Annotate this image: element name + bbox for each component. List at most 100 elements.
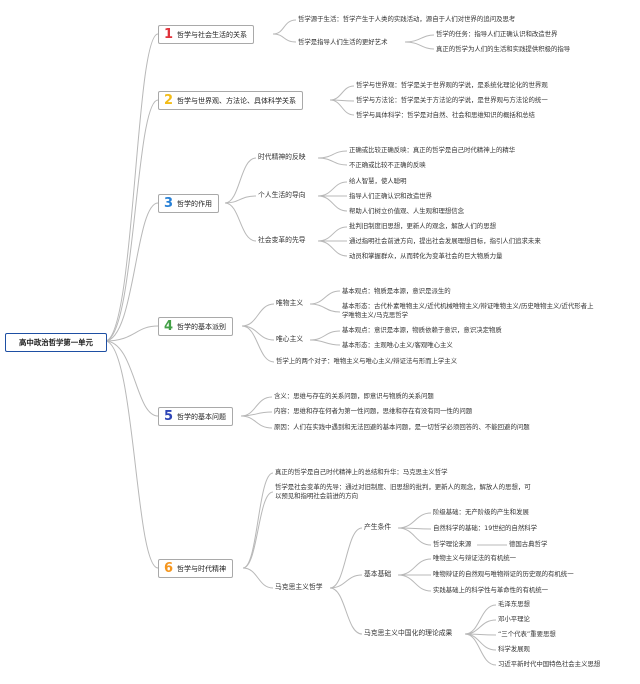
s3-g2-item-1: 给人智慧，使人聪明 [349, 177, 407, 185]
section-5-node[interactable]: 5 哲学的基本问题 [158, 407, 234, 426]
link-3-g3c [317, 240, 348, 257]
s6-m-group-1[interactable]: 产生条件 [364, 523, 392, 531]
s3-g2-item-3: 帮助人们树立价值观、人生观和理想信念 [349, 207, 465, 215]
link-3-g2 [224, 195, 257, 204]
link-3-g2c [317, 195, 348, 212]
section-1-label: 哲学与社会生活的关系 [177, 30, 248, 39]
s3-g3-item-1: 批判旧制度旧思想，更新人的观念，解放人们的思想 [349, 222, 496, 230]
section-3-node[interactable]: 3 哲学的作用 [158, 194, 220, 213]
link-6-a [242, 472, 274, 569]
s6-m3-item-2: 邓小平理论 [498, 615, 530, 623]
link-6-m3b [464, 619, 497, 635]
link-root-6 [104, 340, 159, 569]
link-6-b [242, 491, 274, 569]
link-6-m1a [397, 512, 432, 529]
s3-g1-item-1: 正确或比较正确反映：真正的哲学是自己时代精神上的精华 [349, 146, 516, 154]
section-1-number: 1 [164, 27, 174, 42]
link-1-b2 [404, 41, 435, 50]
link-3-g1 [224, 157, 257, 204]
s6-m3-item-1: 毛泽东思想 [498, 600, 530, 608]
link-4-g1a [309, 290, 341, 305]
link-2-c [329, 99, 355, 116]
link-6-m1c [397, 527, 432, 546]
section-2-node[interactable]: 2 哲学与世界观、方法论、具体科学关系 [158, 91, 304, 110]
s3-g2-item-2: 指导人们正确认识和改造世界 [349, 192, 433, 200]
link-root-5 [104, 340, 159, 417]
s3-group-1[interactable]: 时代精神的反映 [258, 153, 306, 161]
link-root-4 [104, 325, 159, 342]
s4-group-2[interactable]: 唯心主义 [276, 335, 304, 343]
s6-m1-item-2: 自然科学的基础：19世纪的自然科学 [433, 524, 537, 532]
section-4-number: 4 [164, 319, 174, 334]
s6-m2-item-2: 唯物辩证的自然观与唯物辩证的历史观的有机统一 [433, 570, 574, 578]
link-3-g3a [317, 226, 348, 242]
s1-item-2: 哲学是指导人们生活的更好艺术 [298, 38, 388, 46]
s4-group-1[interactable]: 唯物主义 [276, 299, 304, 307]
s6-m1-item-4: 德国古典哲学 [509, 540, 548, 548]
s4-g1-item-1: 基本观点：物质是本源，意识是派生的 [342, 287, 451, 295]
section-5-number: 5 [164, 409, 174, 424]
link-6-m1 [329, 527, 363, 589]
link-5-c [240, 415, 273, 429]
link-6-m3d [464, 633, 497, 651]
s6-marx[interactable]: 马克思主义哲学 [275, 583, 323, 591]
s4-g2-item-2: 基本形态：主观唯心主义/客观唯心主义 [342, 341, 453, 349]
link-1-b1 [404, 34, 435, 43]
section-6-number: 6 [164, 561, 174, 576]
s6-m2-item-1: 唯物主义与辩证法的有机统一 [433, 554, 517, 562]
s3-group-3[interactable]: 社会变革的先导 [258, 236, 306, 244]
link-root-1 [104, 33, 159, 342]
link-4-g1b [309, 303, 341, 313]
s6-m2-item-3: 实践基础上的科学性与革命性的有机统一 [433, 586, 549, 594]
link-6-m2 [329, 574, 363, 589]
s5-item-3: 原因：人们在实践中遇到和无法回避的基本问题，是一切哲学必须回答的、不能回避的问题 [274, 423, 530, 431]
section-6-node[interactable]: 6 哲学与时代精神 [158, 559, 234, 578]
s2-item-1: 哲学与世界观：哲学是关于世界观的学说，是系统化理论化的世界观 [356, 81, 548, 89]
section-6-label: 哲学与时代精神 [177, 564, 227, 573]
link-6-m2a [397, 558, 432, 576]
section-4-node[interactable]: 4 哲学的基本派别 [158, 317, 234, 336]
link-6-m3e [464, 633, 497, 666]
s6-m3-item-5: 习近平新时代中国特色社会主义思想 [498, 660, 601, 668]
s1-item-1: 哲学源于生活：哲学产生于人类的实践活动，源自于人们对世界的追问及思考 [298, 15, 516, 23]
link-6-m [242, 567, 274, 589]
link-6-m3a [464, 604, 497, 635]
s6-m-group-2[interactable]: 基本基础 [364, 570, 392, 578]
link-root-2 [104, 99, 159, 342]
s1-item-4: 真正的哲学为人们的生活和实践提供积极的指导 [436, 45, 571, 53]
s6-m3-item-4: 科学发展观 [498, 645, 530, 653]
link-3-g3 [224, 202, 257, 242]
link-4-g1 [241, 303, 275, 327]
s4-g1-item-2: 基本形态：古代朴素唯物主义/近代机械唯物主义/辩证唯物主义/历史唯物主义/近代形… [342, 302, 594, 319]
link-1-b [272, 33, 297, 43]
link-4-g2b [309, 339, 341, 346]
s6-item-2: 哲学是社会变革的先导：通过对旧制度、旧思想的批判，更新人的观念，解放人的思想，可… [275, 483, 531, 500]
root-topic[interactable]: 高中政治哲学第一单元 [5, 333, 107, 352]
section-1-node[interactable]: 1 哲学与社会生活的关系 [158, 25, 255, 44]
s2-item-3: 哲学与具体科学：哲学是对自然、社会和思维知识的概括和总结 [356, 111, 535, 119]
s3-g3-item-2: 通过指明社会前进方向，提出社会发展理想目标，指引人们追求未来 [349, 237, 541, 245]
section-3-number: 3 [164, 196, 174, 211]
link-4-g2a [309, 330, 341, 341]
s3-group-2[interactable]: 个人生活的导向 [258, 191, 306, 199]
s1-item-3: 哲学的任务：指导人们正确认识和改造世界 [436, 30, 558, 38]
link-1-a [272, 19, 297, 35]
link-6-m3 [329, 587, 363, 635]
s3-g1-item-2: 不正确或比较不正确的反映 [349, 161, 426, 169]
s6-m3-item-3: “三个代表”重要思想 [498, 630, 556, 638]
link-4-g2 [241, 325, 275, 341]
s6-m-group-3[interactable]: 马克思主义中国化的理论成果 [364, 629, 453, 637]
s4-g2-item-1: 基本观点：意识是本源，物质依赖于意识，意识决定物质 [342, 326, 502, 334]
section-2-label: 哲学与世界观、方法论、具体科学关系 [177, 96, 297, 105]
link-3-g1a [317, 150, 348, 159]
s6-m1-item-3: 哲学理论来源 [433, 540, 472, 548]
link-3-g2a [317, 181, 348, 197]
link-root-3 [104, 202, 159, 342]
link-2-a [329, 85, 355, 101]
link-4-x [241, 325, 275, 363]
link-6-m2c [397, 574, 432, 592]
s2-item-2: 哲学与方法论：哲学是关于方法论的学说，是世界观与方法论的统一 [356, 96, 548, 104]
s5-item-2: 内容：思维和存在何者为第一性问题，思维和存在有没有同一性的问题 [274, 407, 473, 415]
